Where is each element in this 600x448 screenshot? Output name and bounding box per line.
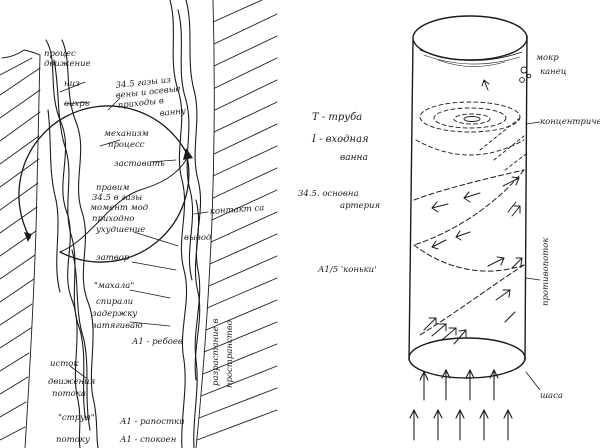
label-gates-3: приходы в [117, 96, 164, 111]
label-vyvod: вывод [184, 233, 212, 243]
label-kontakt: контакт са [210, 203, 265, 217]
label-konc: концентричен [540, 117, 600, 127]
label-spiral-1: спирали [96, 297, 133, 307]
label-top-1: мокр [536, 53, 559, 63]
label-potoku: потоку [56, 435, 90, 445]
label-gates-4: ванну [159, 106, 186, 119]
label-protiv: противопоток [541, 237, 551, 306]
label-a1-rapustki: А1 - рапостки [119, 417, 185, 427]
concentric-rings [415, 101, 525, 156]
label-note-345-2: артерия [340, 201, 381, 211]
label-spiral-2: задержку [92, 309, 137, 319]
central-stream [169, 0, 202, 448]
label-bottom: шаса [540, 391, 563, 401]
label-niz: низ [64, 79, 80, 89]
left-stream [45, 39, 99, 448]
label-a1-rebok: А1 - ребоев [131, 336, 183, 347]
label-process: процес [44, 49, 76, 59]
cylinder-bottom [408, 337, 526, 379]
inflow-arrows [409, 369, 513, 441]
label-legend-i-1: I - входная [311, 134, 369, 145]
label-note-345-1: 34.5. основна [298, 189, 359, 199]
left-leader-lines [59, 81, 209, 379]
label-spiral-3: затягиваю [92, 321, 143, 331]
label-top-2: канец [540, 67, 567, 77]
cylinder [408, 15, 528, 379]
spiral-flow [413, 169, 525, 336]
label-razrastanie-1: разрастание в [211, 319, 221, 386]
label-zatvor: затвор [96, 253, 130, 263]
label-process-2: движение [44, 59, 91, 69]
left-hatched-wall [0, 49, 41, 448]
right-labels: Т - труба I - входная ванна 34.5. основн… [298, 53, 600, 401]
label-fill-5: ухудшение [95, 225, 145, 235]
label-fill-3: момент мод [90, 203, 149, 213]
label-a1-spokoen: А1 - спокоен [119, 435, 176, 445]
left-labels: процес движение низ вихрь 34.5 газы из в… [44, 49, 265, 445]
label-fill-4: приходно [92, 214, 134, 224]
label-mechanism-1: механизм [104, 129, 149, 139]
label-vihr: вихрь [64, 99, 90, 109]
right-leader-lines [525, 121, 541, 391]
label-fill-1: правим [96, 183, 129, 193]
label-istok-3: потока [52, 389, 86, 399]
circle-arrowhead [24, 232, 32, 242]
flow-arrows [423, 79, 523, 345]
label-istok-2: движения [48, 377, 96, 387]
label-fill-2: 34.5 в газы [92, 193, 142, 203]
label-mahala: "махала" [94, 281, 134, 291]
label-razrastanie-2: пространство [225, 320, 235, 388]
label-note-a5: А1/5 'коньки' [317, 265, 376, 275]
label-legend-i-2: ванна [340, 153, 368, 163]
label-mechanism-2: процесс [108, 140, 145, 150]
bubble-marks [519, 66, 532, 83]
vortex-circle [18, 105, 193, 263]
left-sketch: процес движение низ вихрь 34.5 газы из в… [0, 0, 278, 448]
label-legend-t: Т - труба [312, 112, 362, 123]
right-sketch: Т - труба I - входная ванна 34.5. основн… [298, 15, 600, 441]
label-istok-1: исток [50, 359, 79, 369]
outlet-lines [479, 117, 527, 171]
right-hatched-wall [195, 0, 278, 448]
label-struya: "струя" [58, 413, 95, 423]
label-zastavit: заставить [114, 159, 165, 169]
circle-arrowhead-2 [183, 148, 193, 160]
